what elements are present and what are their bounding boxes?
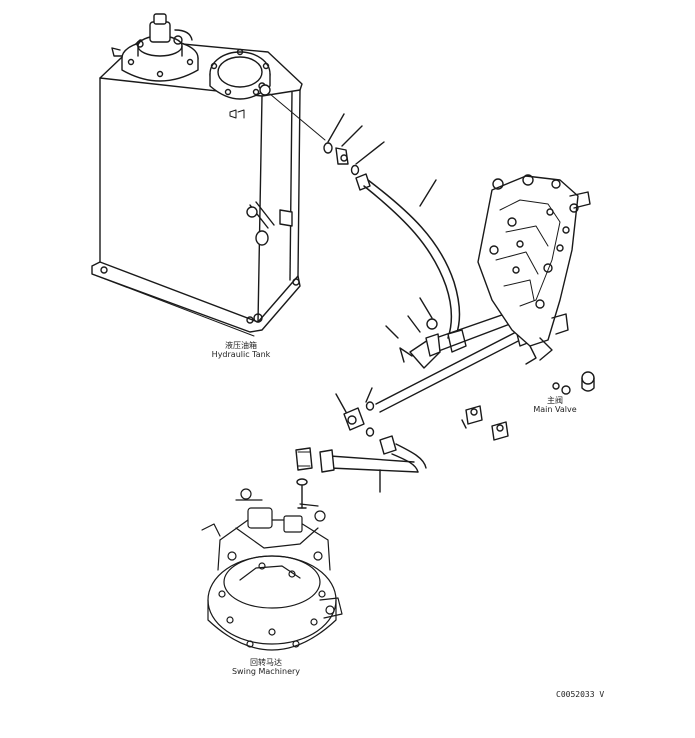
tank-bolt: [247, 317, 253, 323]
swing-machinery: [202, 489, 342, 650]
main-valve-label-en: Main Valve: [533, 405, 577, 414]
tank-bolt: [254, 314, 262, 322]
o-ring: [427, 319, 437, 329]
o-ring: [367, 402, 374, 410]
tank-bolt: [293, 279, 299, 285]
tank-label-en: Hydraulic Tank: [211, 350, 271, 359]
filter-cover: [210, 50, 270, 100]
main-valve-label: 主阀 Main Valve: [520, 396, 590, 414]
sight-gauge: [247, 202, 292, 245]
hydraulic-tank: [92, 14, 302, 336]
loose-fitting: [582, 372, 594, 384]
tank-label: 液压油箱 Hydraulic Tank: [196, 341, 286, 359]
swing-machinery-label: 回转马达 Swing Machinery: [216, 658, 316, 676]
o-ring: [352, 166, 359, 175]
drawing-reference-code: C0052033 V: [556, 690, 605, 699]
o-ring: [297, 479, 307, 485]
swing-machinery-label-zh: 回转马达: [250, 658, 282, 667]
main-valve: [462, 175, 594, 440]
o-ring: [367, 428, 374, 436]
tank-bolt: [101, 267, 107, 273]
tank-label-zh: 液压油箱: [225, 341, 257, 350]
swing-line-fittings: [296, 388, 426, 508]
suction-hose: [356, 174, 466, 352]
swing-machinery-label-en: Swing Machinery: [231, 667, 301, 676]
main-valve-label-zh: 主阀: [547, 396, 563, 405]
tank-outlet-fittings: [270, 94, 384, 175]
o-ring: [324, 143, 332, 153]
tank-cap: [112, 14, 198, 81]
